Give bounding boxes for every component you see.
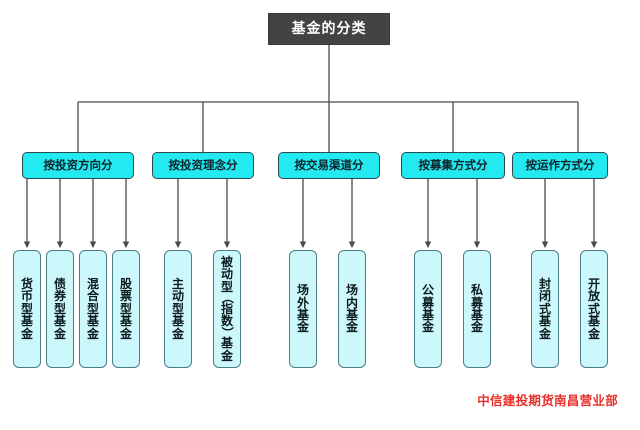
leaf-node-bond-fund: 债券型基金 — [46, 250, 74, 368]
leaf-node-closed-end-fund: 封闭式基金 — [531, 250, 559, 368]
category-node-label: 按投资方向分 — [43, 157, 113, 172]
leaf-node-hybrid-fund: 混合型基金 — [79, 250, 107, 368]
leaf-node-money-market-fund: 货币型基金 — [13, 250, 41, 368]
category-node-label: 按募集方式分 — [418, 157, 488, 172]
leaf-node-label: 场内基金 — [345, 283, 358, 335]
root-node: 基金的分类 — [268, 13, 390, 45]
leaf-node-label: 公募基金 — [421, 283, 434, 335]
leaf-node-label: 主动型基金 — [171, 276, 184, 341]
leaf-node-otc-fund: 场外基金 — [289, 250, 317, 368]
category-node-label: 按运作方式分 — [525, 157, 595, 172]
category-node-label: 按投资理念分 — [168, 157, 238, 172]
leaf-node-private-fund: 私募基金 — [463, 250, 491, 368]
leaf-node-label: 混合型基金 — [86, 276, 99, 341]
leaf-node-label: 货币型基金 — [20, 276, 33, 341]
leaf-node-active-fund: 主动型基金 — [164, 250, 192, 368]
category-node-operation-mode: 按运作方式分 — [512, 152, 608, 179]
category-node-trading-channel: 按交易渠道分 — [278, 152, 380, 179]
category-node-label: 按交易渠道分 — [294, 157, 364, 172]
category-node-investment-direction: 按投资方向分 — [22, 152, 134, 179]
leaf-node-label: 私募基金 — [470, 283, 483, 335]
leaf-node-label: 被动型（指数）基金 — [220, 255, 235, 363]
leaf-node-equity-fund: 股票型基金 — [112, 250, 140, 368]
root-node-label: 基金的分类 — [291, 21, 367, 37]
category-node-fundraising-method: 按募集方式分 — [401, 152, 505, 179]
category-node-investment-philosophy: 按投资理念分 — [152, 152, 254, 179]
leaf-node-label: 开放式基金 — [587, 276, 600, 341]
leaf-node-public-fund: 公募基金 — [414, 250, 442, 368]
leaf-node-label: 封闭式基金 — [538, 276, 551, 341]
leaf-node-label: 场外基金 — [296, 283, 309, 335]
leaf-node-label: 债券型基金 — [53, 276, 66, 341]
leaf-node-exchange-traded-fund: 场内基金 — [338, 250, 366, 368]
leaf-node-passive-index-fund: 被动型（指数）基金 — [213, 250, 241, 368]
leaf-node-label: 股票型基金 — [119, 276, 132, 341]
watermark-text: 中信建投期货南昌营业部 — [477, 393, 618, 408]
leaf-node-open-end-fund: 开放式基金 — [580, 250, 608, 368]
